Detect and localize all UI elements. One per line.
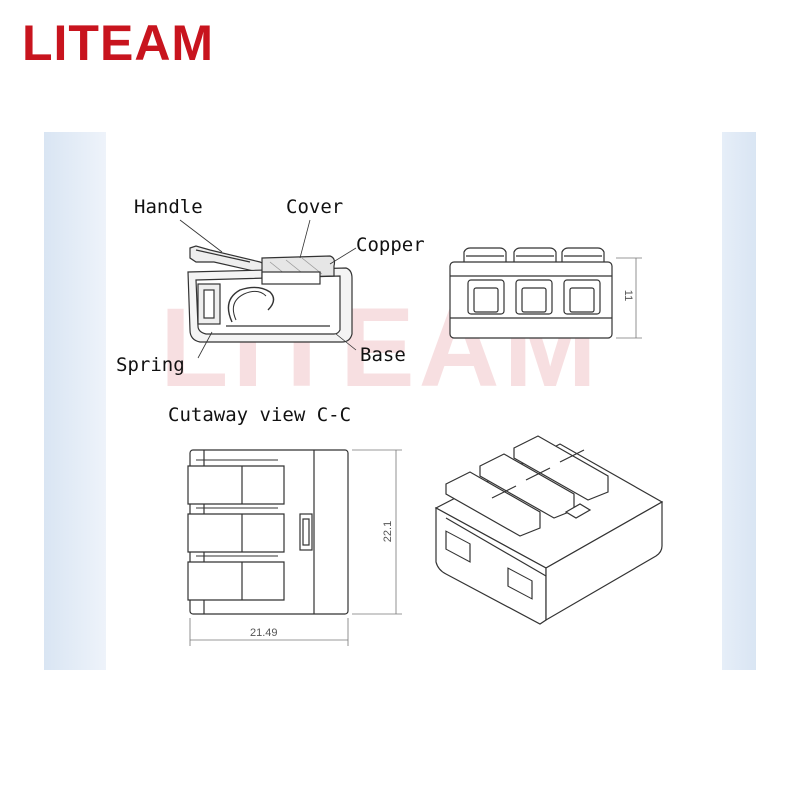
- cutaway-title: Cutaway view C-C: [168, 404, 352, 426]
- top-view: [187, 449, 402, 646]
- isometric-view: [434, 435, 664, 625]
- left-panel-strip: [44, 132, 106, 670]
- brand-logo: LITEAM: [22, 15, 215, 71]
- label-cover: Cover: [286, 196, 344, 218]
- cutaway-view: [179, 219, 357, 359]
- label-copper: Copper: [356, 234, 425, 256]
- label-base: Base: [360, 344, 406, 366]
- side-view: [449, 247, 642, 339]
- label-handle: Handle: [134, 196, 203, 218]
- dimension-top-width: 21.49: [250, 627, 278, 639]
- right-panel-strip: [722, 132, 756, 670]
- dimension-top-height: 22.1: [382, 520, 395, 543]
- dimension-side-height: 11: [622, 289, 635, 302]
- label-spring: Spring: [116, 354, 185, 376]
